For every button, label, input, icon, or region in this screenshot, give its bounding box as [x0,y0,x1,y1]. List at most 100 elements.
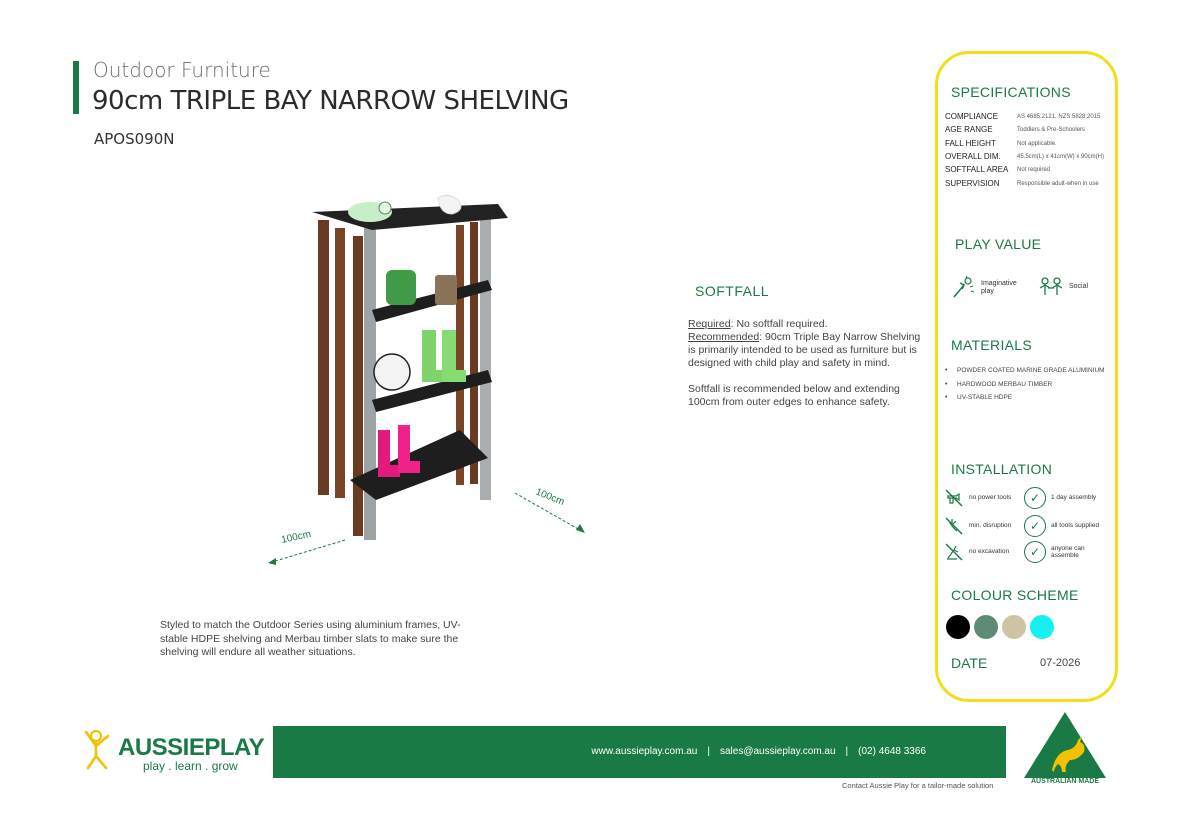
colour-swatch [974,615,998,639]
watering-can [386,270,416,305]
toy-badge [378,201,392,215]
boots-pink [398,425,420,473]
min-disruption-icon [945,517,963,535]
boots-green [422,330,446,382]
spec-row: SUPERVISION Responsible adult-when in us… [945,177,1115,190]
spec-label: AGE RANGE [945,125,993,134]
recommended-label: Recommended [688,331,760,343]
aussieplay-logo: AUSSIEPLAY play . learn . grow [80,728,270,778]
play-value-heading: PLAY VALUE [955,236,1042,252]
installation-label: 1 day assembly [1051,494,1097,502]
spec-row: FALL HEIGHT Not applicable. [945,137,1115,150]
required-label: Required [688,318,731,330]
installation-item: no power tools [944,488,1011,508]
imaginative-play-icon [953,275,975,298]
footer-contacts: www.aussieplay.com.au | sales@aussieplay… [591,746,926,757]
pot [435,275,457,305]
colour-swatch [1030,615,1054,639]
australian-made-label: AUSTRALIAN MADE [1030,778,1100,785]
product-title: 90cm TRIPLE BAY NARROW SHELVING [92,86,569,116]
timber-post [470,222,478,484]
colour-scheme-heading: COLOUR SCHEME [951,587,1079,603]
dimension-arrow-right [514,492,585,533]
installation-item: ✓ 1 day assembly [1024,487,1096,509]
materials-heading: MATERIALS [951,337,1033,353]
date-value: 07-2026 [1040,657,1081,669]
product-illustration: 100cm 100cm [268,194,585,565]
separator: | [845,746,849,757]
recommended-text: : 90cm Triple Bay Narrow Shelving is pri… [688,331,921,369]
spec-label: SUPERVISION [945,179,1000,188]
softfall-text: Required: No softfall required. Recommen… [688,318,923,409]
installation-label: no power tools [969,494,1012,502]
spec-row: COMPLIANCE AS 4685:2121, NZS 5828:2015 [945,110,1115,123]
gloves [437,194,462,215]
no-excavation-icon [945,543,963,561]
aluminium-frame [480,218,491,500]
shelf [372,280,492,322]
spec-value: Not required [1017,166,1051,173]
ball [373,353,411,391]
spec-row: AGE RANGE Toddlers & Pre-Schoolers [945,123,1115,136]
brand-tagline: play . learn . grow [143,759,238,773]
colour-swatch [1002,615,1026,639]
installation-item: min. disruption [944,516,1011,536]
spec-value: Toddlers & Pre-Schoolers [1017,126,1086,133]
installation-label: all tools supplied [1051,522,1100,530]
separator: | [707,746,710,757]
dimension-arrow-left [268,539,346,565]
boots-pink [378,430,400,477]
check-icon: ✓ [1024,487,1046,509]
spec-label: SOFTFALL AREA [945,165,1009,174]
no-power-tools-icon [945,489,963,507]
timber-post [335,228,345,498]
specifications-heading: SPECIFICATIONS [951,84,1071,100]
spec-panel [935,51,1118,702]
australian-made-logo [1024,712,1106,778]
spec-row: OVERALL DIM. 45.5cm(L) x 41cm(W) x 90cm(… [945,150,1115,163]
check-icon: ✓ [1024,515,1046,537]
shelf-top [312,204,508,230]
timber-post [353,236,363,536]
timber-post [318,220,329,495]
spec-label: FALL HEIGHT [945,139,996,148]
boots-green [442,330,466,382]
category-label: Outdoor Furniture [93,58,271,82]
materials-list: POWDER COATED MARINE GRADE ALUMINIUM HAR… [945,364,1105,405]
timber-post [456,225,464,485]
colour-swatch [946,615,970,639]
spec-value: Responsible adult-when in use [1017,180,1099,187]
product-code: APOS090N [94,130,175,148]
spec-value: 45.5cm(L) x 41cm(W) x 90cm(H) [1017,153,1105,160]
date-label: DATE [951,655,988,671]
phone-number: (02) 4648 3366 [858,746,926,757]
aluminium-frame [364,228,376,540]
spec-label: COMPLIANCE [945,112,998,121]
play-value-label: Social [1069,283,1089,290]
email-link[interactable]: sales@aussieplay.com.au [719,746,836,757]
material-item: HARDWOOD MERBAU TIMBER [945,378,1105,392]
required-text: : No softfall required. [730,318,828,330]
installation-label: min. disruption [969,522,1012,530]
material-item: POWDER COATED MARINE GRADE ALUMINIUM [945,364,1105,378]
dimension-label-left: 100cm [280,529,312,546]
softfall-required: Required: No softfall required. Recommen… [688,318,923,370]
website-link[interactable]: www.aussieplay.com.au [591,746,698,757]
social-icon [1039,277,1063,295]
play-value-item: Social [1038,274,1088,300]
footer-bar: www.aussieplay.com.au | sales@aussieplay… [273,726,1006,778]
check-icon: ✓ [1024,541,1046,563]
installation-label: no excavation [969,548,1010,556]
spec-value: Not applicable. [1017,140,1057,147]
footer-note: Contact Aussie Play for a tailor-made so… [842,781,994,790]
installation-item: ✓ all tools supplied [1024,515,1099,537]
material-item: UV-STABLE HDPE [945,391,1105,405]
spec-row: SOFTFALL AREA Not required [945,163,1115,176]
child-figure-icon [84,729,110,770]
dimension-label-right: 100cm [534,487,566,508]
brand-name: AUSSIEPLAY [118,734,265,761]
softfall-heading: SOFTFALL [695,283,770,299]
